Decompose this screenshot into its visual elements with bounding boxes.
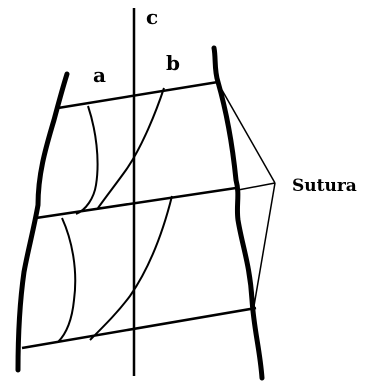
right-contour (211, 45, 265, 381)
curve-a-upper (75, 105, 99, 215)
curve-b-lower (89, 195, 173, 341)
transverse-line-top (57, 80, 219, 110)
transverse-line-bottom (21, 306, 257, 350)
label-b: b (166, 51, 180, 75)
curve-a-lower (57, 217, 77, 343)
label-a: a (93, 63, 106, 87)
label-sutura: Sutura (292, 176, 357, 196)
transverse-line-middle (35, 186, 237, 220)
left-contour (15, 71, 70, 373)
sutura-pointer-bottom (253, 182, 276, 307)
label-c: c (146, 5, 158, 29)
sutura-pointer-top (221, 89, 276, 184)
sutura-pointer-middle (237, 182, 276, 191)
curve-b-upper (97, 87, 165, 209)
